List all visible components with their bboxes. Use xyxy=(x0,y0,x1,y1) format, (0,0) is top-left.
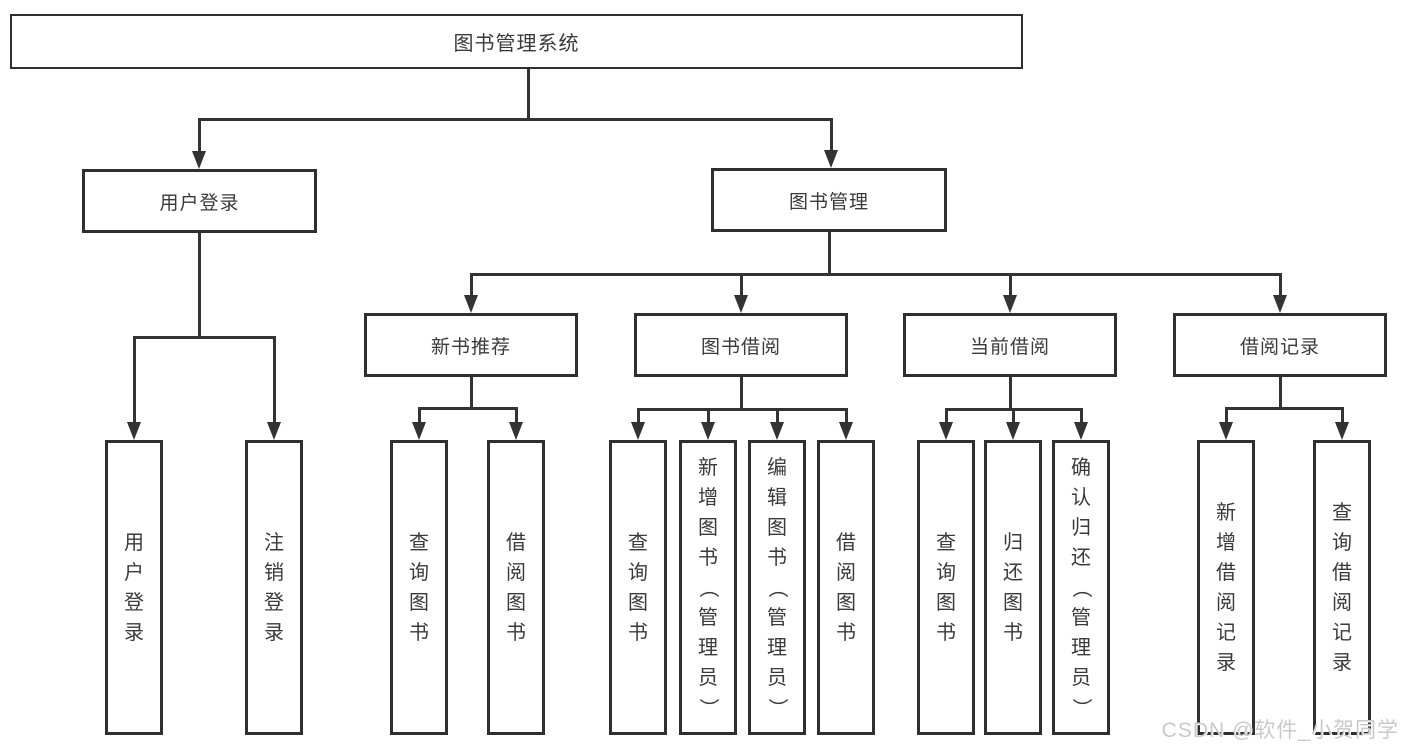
arrow-down-icon xyxy=(701,422,715,440)
arrow-down-icon xyxy=(734,295,748,313)
connector-line xyxy=(198,233,201,336)
leaf-query-books-borrowing: 查询图书 xyxy=(609,440,667,735)
connector-line xyxy=(1009,273,1012,297)
arrow-down-icon xyxy=(631,422,645,440)
connector-line xyxy=(776,408,779,424)
arrow-down-icon xyxy=(770,422,784,440)
connector-line xyxy=(470,273,1282,276)
connector-line xyxy=(1279,377,1282,407)
leaf-borrow-books-borrowing: 借阅图书 xyxy=(817,440,875,735)
connector-line xyxy=(1009,377,1012,408)
arrow-down-icon xyxy=(939,422,953,440)
connector-line xyxy=(1225,407,1343,410)
node-user-login: 用户登录 xyxy=(82,169,317,233)
leaf-edit-book-admin: 编辑图书（管理员） xyxy=(748,440,806,735)
connector-line xyxy=(133,336,136,424)
arrow-down-icon xyxy=(1273,295,1287,313)
connector-line xyxy=(1080,408,1083,424)
arrow-down-icon xyxy=(1335,422,1349,440)
connector-line xyxy=(1279,273,1282,297)
connector-line xyxy=(740,273,743,297)
connector-line xyxy=(830,118,833,152)
connector-line xyxy=(1341,407,1344,424)
connector-line xyxy=(1012,408,1015,424)
connector-line xyxy=(637,408,848,411)
leaf-add-book-admin: 新增图书（管理员） xyxy=(679,440,737,735)
node-book-management-label: 图书管理 xyxy=(788,191,869,213)
leaf-query-books-recommend: 查询图书 xyxy=(390,440,448,735)
connector-line xyxy=(198,118,201,153)
connector-line xyxy=(418,407,421,424)
arrow-down-icon xyxy=(192,151,206,169)
arrow-down-icon xyxy=(1219,422,1233,440)
node-borrow-records: 借阅记录 xyxy=(1173,313,1387,377)
connector-line xyxy=(470,273,473,297)
leaf-borrow-books-recommend: 借阅图书 xyxy=(487,440,545,735)
node-current-borrowing-label: 当前借阅 xyxy=(969,336,1050,358)
node-user-login-label: 用户登录 xyxy=(159,192,240,214)
node-library-system-label: 图书管理系统 xyxy=(453,33,580,55)
arrow-down-icon xyxy=(824,150,838,168)
node-current-borrowing: 当前借阅 xyxy=(903,313,1117,377)
node-borrow-records-label: 借阅记录 xyxy=(1239,336,1320,358)
connector-line xyxy=(707,408,710,424)
arrow-down-icon xyxy=(1074,422,1088,440)
connector-line xyxy=(527,69,530,118)
leaf-query-borrow-record: 查询借阅记录 xyxy=(1313,440,1371,735)
arrow-down-icon xyxy=(267,422,281,440)
leaf-query-books-current: 查询图书 xyxy=(917,440,975,735)
leaf-user-login: 用户登录 xyxy=(105,440,163,735)
arrow-down-icon xyxy=(839,422,853,440)
connector-line xyxy=(133,336,275,339)
connector-line xyxy=(945,408,948,424)
connector-line xyxy=(418,407,518,410)
leaf-return-books: 归还图书 xyxy=(984,440,1042,735)
leaf-add-borrow-record: 新增借阅记录 xyxy=(1197,440,1255,735)
connector-line xyxy=(198,118,832,121)
leaf-confirm-return-admin: 确认归还（管理员） xyxy=(1052,440,1110,735)
arrow-down-icon xyxy=(127,422,141,440)
node-book-management: 图书管理 xyxy=(711,168,947,232)
arrow-down-icon xyxy=(1006,422,1020,440)
arrow-down-icon xyxy=(464,295,478,313)
connector-line xyxy=(1225,407,1228,424)
connector-line xyxy=(845,408,848,424)
node-book-borrowing: 图书借阅 xyxy=(634,313,848,377)
connector-line xyxy=(740,377,743,408)
connector-line xyxy=(828,232,831,273)
node-new-book-recommend: 新书推荐 xyxy=(364,313,578,377)
node-library-system: 图书管理系统 xyxy=(10,14,1023,69)
node-book-borrowing-label: 图书借阅 xyxy=(700,336,781,358)
node-new-book-recommend-label: 新书推荐 xyxy=(430,336,511,358)
connector-line xyxy=(470,377,473,407)
connector-line xyxy=(637,408,640,424)
arrow-down-icon xyxy=(1003,295,1017,313)
connector-line xyxy=(515,407,518,424)
arrow-down-icon xyxy=(412,422,426,440)
arrow-down-icon xyxy=(509,422,523,440)
connector-line xyxy=(273,336,276,424)
watermark: CSDN @软件_小贺同学 xyxy=(1161,719,1399,742)
leaf-logout: 注销登录 xyxy=(245,440,303,735)
